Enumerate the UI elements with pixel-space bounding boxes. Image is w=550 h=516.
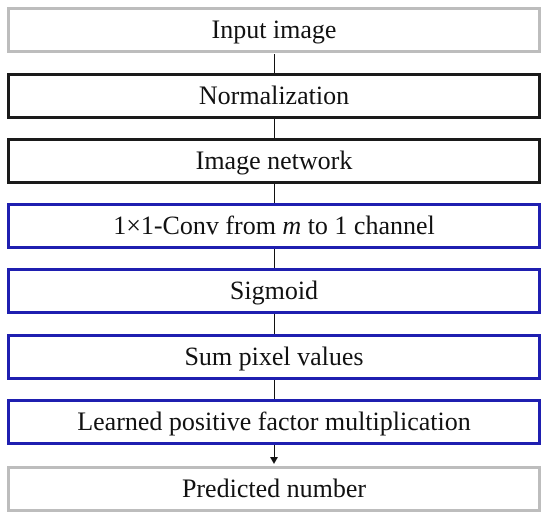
connector-4 [274, 249, 276, 269]
arrowhead-down [270, 457, 278, 464]
step-predicted-number: Predicted number [7, 466, 541, 512]
step-label-variable: m [282, 211, 302, 240]
step-factor-multiplication: Learned positive factor multiplication [7, 399, 541, 445]
step-label: Sigmoid [229, 276, 319, 305]
connector-1 [274, 54, 276, 75]
step-label: Sum pixel values [184, 342, 364, 371]
step-label-suffix: to 1 channel [301, 211, 435, 240]
step-label: 1×1-Conv from m to 1 channel [113, 211, 435, 241]
connector-2 [274, 118, 276, 138]
connector-6 [274, 380, 276, 400]
connector-5 [274, 314, 276, 334]
step-label-prefix: 1×1-Conv from [113, 211, 283, 240]
step-input-image: Input image [7, 7, 541, 53]
connector-7 [274, 445, 276, 458]
step-label: Input image [211, 15, 337, 44]
step-label: Image network [195, 146, 353, 175]
step-label: Predicted number [181, 474, 367, 503]
step-label: Learned positive factor multiplication [77, 407, 471, 436]
connector-3 [274, 184, 276, 204]
step-sigmoid: Sigmoid [7, 268, 541, 314]
step-image-network: Image network [7, 138, 541, 184]
step-normalization: Normalization [7, 73, 541, 119]
step-label: Normalization [198, 81, 350, 110]
step-sum-pixel-values: Sum pixel values [7, 334, 541, 380]
step-conv: 1×1-Conv from m to 1 channel [7, 203, 541, 249]
